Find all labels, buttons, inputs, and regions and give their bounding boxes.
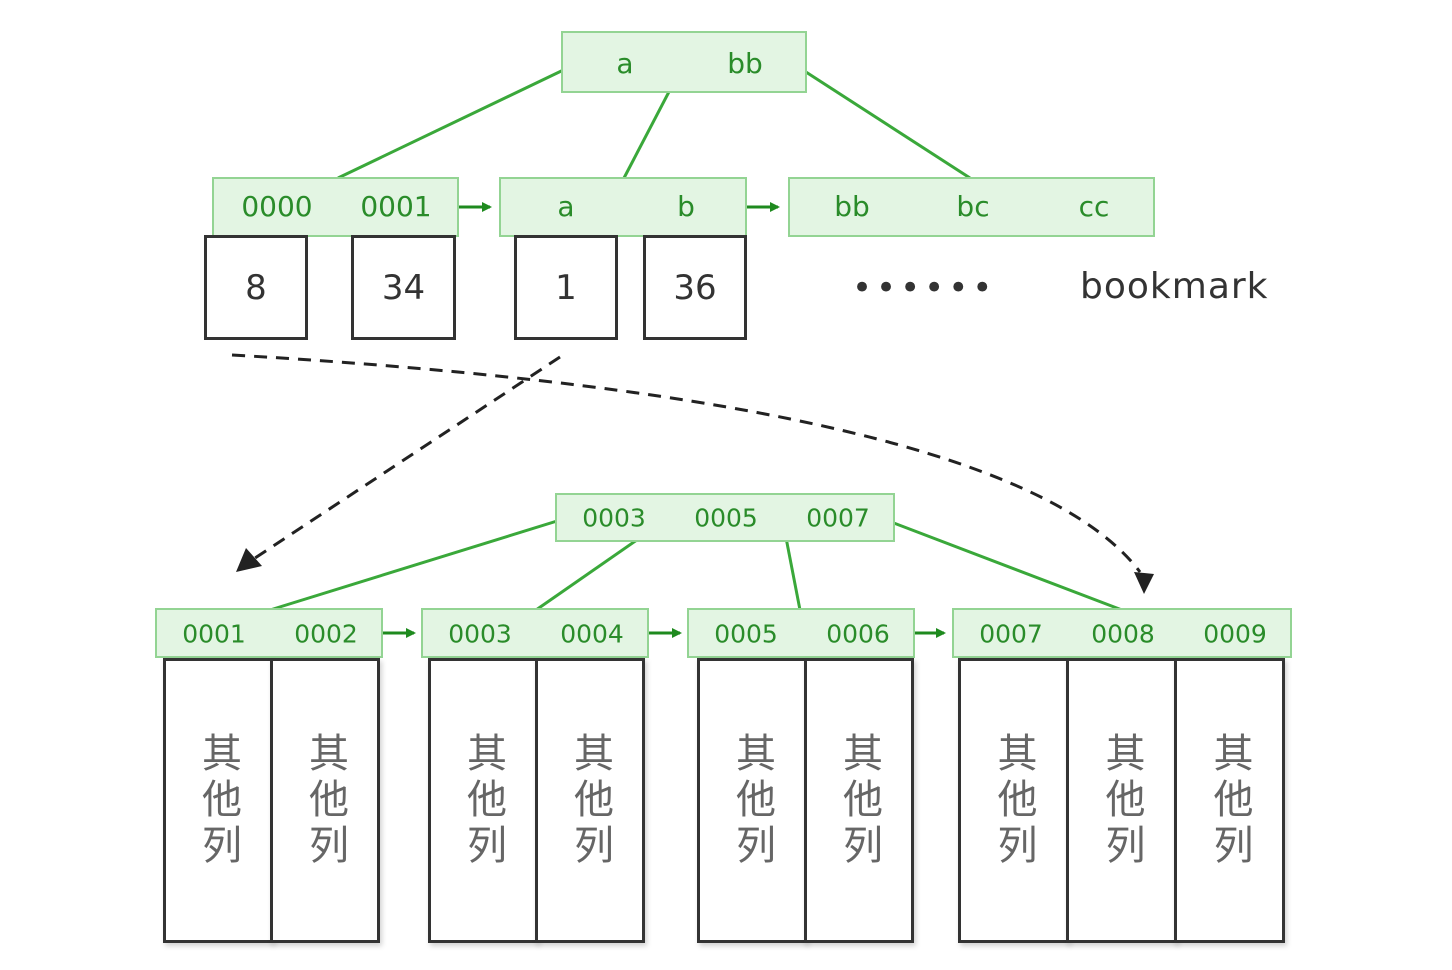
- index-leaf-key: bb: [834, 190, 870, 223]
- other-columns-label: 其他列: [990, 731, 1037, 870]
- index-leaf-node-3: bb bc cc: [788, 177, 1155, 237]
- index-leaf-key: 0000: [241, 190, 313, 223]
- bookmark-box: 1: [514, 235, 618, 340]
- index-leaf-node-1: 0000 0001: [212, 177, 459, 237]
- index-leaf-key: a: [557, 190, 575, 223]
- bookmark-box: 36: [643, 235, 747, 340]
- index-leaf-key: cc: [1078, 190, 1110, 223]
- clustered-leaf-key: 0005: [714, 619, 778, 649]
- clustered-leaf-key: 0006: [826, 619, 890, 649]
- edge-root-to-node-0000: [337, 61, 579, 180]
- bookmark-label: bookmark: [1080, 266, 1269, 307]
- other-columns-label: 其他列: [195, 731, 241, 870]
- ellipsis-dots: ••••••: [852, 268, 997, 308]
- index-root-key: bb: [727, 47, 763, 80]
- index-leaf-node-2: a b: [499, 177, 747, 237]
- other-columns-label: 其他列: [302, 731, 348, 870]
- clustered-leaf-key: 0008: [1091, 619, 1155, 649]
- other-columns-label: 其他列: [836, 731, 882, 870]
- clustered-leaf-node-3: 0005 0006: [687, 608, 915, 658]
- clustered-leaf-key: 0002: [294, 619, 358, 649]
- edge-croot-to-leaf4: [877, 515, 1123, 612]
- other-columns-cell: 其他列: [1066, 658, 1177, 943]
- clustered-leaf-node-4: 0007 0008 0009: [952, 608, 1292, 658]
- bookmark-box: 8: [204, 235, 308, 340]
- other-columns-cell: 其他列: [804, 658, 914, 943]
- index-root-node: a bb: [561, 31, 807, 93]
- clustered-leaf-key: 0001: [182, 619, 246, 649]
- index-leaf-key: 0001: [360, 190, 432, 223]
- clustered-root-key: 0005: [694, 503, 758, 533]
- dashed-lookup-1-to-leaf1: [251, 355, 561, 562]
- clustered-leaf-key: 0004: [560, 619, 624, 649]
- other-columns-label: 其他列: [1206, 731, 1253, 870]
- other-columns-label: 其他列: [1098, 731, 1145, 870]
- clustered-leaf-key: 0007: [979, 619, 1043, 649]
- clustered-root-key: 0003: [582, 503, 646, 533]
- dashed-lookup-8-to-leaf4: [231, 353, 1142, 573]
- dashed-lookup-8-head: [1134, 572, 1154, 594]
- clustered-leaf-node-2: 0003 0004: [421, 608, 649, 658]
- clustered-leaf-key: 0009: [1203, 619, 1267, 649]
- edge-croot-to-leaf1: [269, 515, 571, 612]
- other-columns-cell: 其他列: [697, 658, 807, 943]
- other-columns-cell: 其他列: [535, 658, 645, 943]
- index-root-key: a: [616, 47, 634, 80]
- clustered-leaf-key: 0003: [448, 619, 512, 649]
- other-columns-label: 其他列: [729, 731, 775, 870]
- bookmark-box: 34: [351, 235, 456, 340]
- index-leaf-key: b: [677, 190, 695, 223]
- other-columns-cell: 其他列: [163, 658, 273, 943]
- other-columns-label: 其他列: [460, 731, 506, 870]
- other-columns-cell: 其他列: [428, 658, 538, 943]
- dashed-lookup-1-head: [236, 548, 262, 572]
- other-columns-cell: 其他列: [1174, 658, 1285, 943]
- index-leaf-key: bc: [956, 190, 990, 223]
- edge-root-to-node-bb: [791, 61, 971, 180]
- clustered-root-node: 0003 0005 0007: [555, 493, 895, 542]
- other-columns-cell: 其他列: [270, 658, 380, 943]
- other-columns-label: 其他列: [567, 731, 613, 870]
- clustered-root-key: 0007: [806, 503, 870, 533]
- clustered-leaf-node-1: 0001 0002: [155, 608, 383, 658]
- other-columns-cell: 其他列: [958, 658, 1069, 943]
